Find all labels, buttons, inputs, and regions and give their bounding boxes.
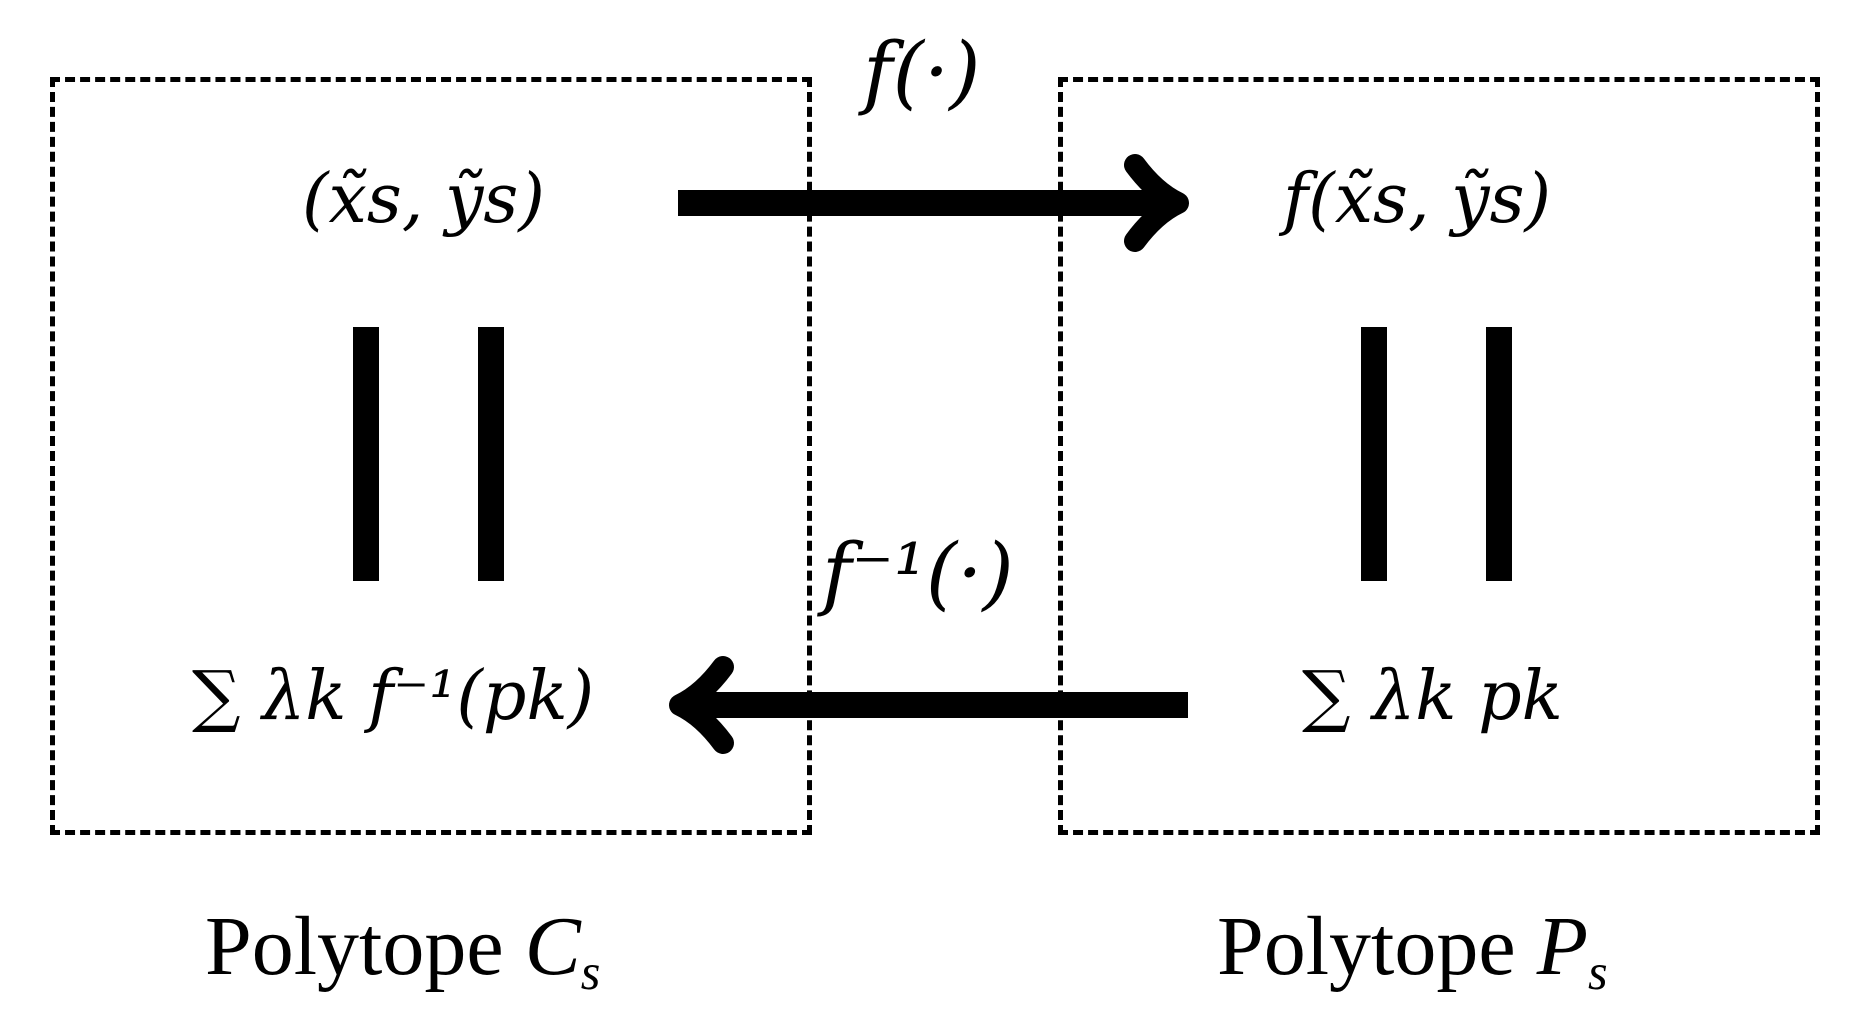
polytope-c-caption: Polytope Cs [205,905,600,998]
forward-function-label-text: f(·) [863,25,981,118]
equals-bar-left-2 [478,327,504,581]
polytope-c-box [50,77,812,835]
polytope-p-caption-word: Polytope [1217,900,1516,993]
forward-arrow [678,154,1189,252]
equals-bar-left-1 [353,327,379,581]
right-point-expression-text: f(x̃s, ỹs) [1283,160,1552,239]
right-point-expression: f(x̃s, ỹs) [1283,166,1551,234]
left-point-expression: (x̃s, ỹs) [302,166,545,234]
right-combination-expression-text: ∑ λk pk [1302,657,1563,736]
polytope-c-caption-symbol: C [524,900,581,993]
polytope-p-caption: Polytope Ps [1217,905,1608,998]
left-combination-expression: ∑ λk f⁻¹(pk) [192,663,594,731]
polytope-c-caption-word: Polytope [205,900,504,993]
left-combination-expression-text: ∑ λk f⁻¹(pk) [192,657,595,736]
inverse-function-label: f⁻¹(·) [822,533,1014,613]
polytope-p-box [1058,77,1820,835]
equals-bar-right-1 [1361,327,1387,581]
polytope-p-caption-sub: s [1588,944,1608,1001]
left-point-expression-text: (x̃s, ỹs) [302,160,545,239]
forward-function-label: f(·) [863,32,980,112]
polytope-p-caption-symbol: P [1536,900,1588,993]
polytope-c-caption-sub: s [580,944,601,1001]
right-combination-expression: ∑ λk pk [1302,663,1563,731]
inverse-function-label-text: f⁻¹(·) [822,526,1014,619]
inverse-arrow [669,656,1188,754]
equals-bar-right-2 [1486,327,1512,581]
